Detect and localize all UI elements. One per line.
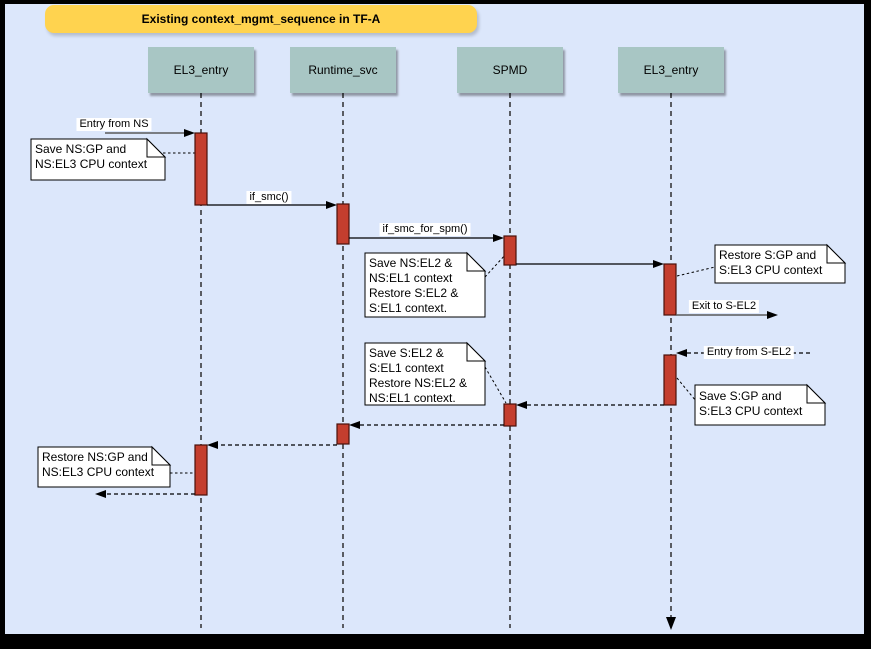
note-text-restore-ns-gp: Restore NS:GP and NS:EL3 CPU context bbox=[42, 450, 155, 479]
note-shape-restore-ns-gp bbox=[37, 446, 171, 488]
note-fold-icon bbox=[466, 341, 487, 362]
message-label-entry-from-ns: Entry from NS bbox=[76, 118, 152, 131]
arrowhead-icon bbox=[676, 349, 687, 357]
note-fold-icon bbox=[806, 383, 827, 404]
message-label-entry-from-s-el2: Entry from S-EL2 bbox=[703, 346, 795, 359]
note-connector bbox=[484, 253, 507, 278]
activation-spmd-1 bbox=[503, 235, 517, 266]
note-fold-icon bbox=[466, 251, 487, 272]
activation-el3-entry-1 bbox=[194, 132, 208, 206]
sequence-diagram-canvas: Existing context_mgmt_sequence in TF-A E… bbox=[5, 4, 864, 634]
lifeline-header-spmd: SPMD bbox=[457, 47, 563, 93]
note-fold-icon bbox=[151, 445, 172, 466]
lifeline-end-arrow-icon bbox=[666, 617, 676, 630]
note-shape-save-ns-gp bbox=[30, 138, 166, 181]
note-fold-icon bbox=[146, 137, 167, 158]
arrowhead-icon bbox=[184, 129, 195, 137]
note-shape-restore-s-gp bbox=[714, 244, 846, 284]
activation-el3-entry-2b bbox=[663, 354, 677, 406]
note-connector bbox=[676, 377, 697, 402]
message-label-if-smc-for-spm: if_smc_for_spm() bbox=[379, 223, 471, 236]
note-text-restore-s-gp: Restore S:GP and S:EL3 CPU context bbox=[719, 248, 823, 277]
note-shape-save-s-el2 bbox=[364, 342, 486, 406]
arrowhead-icon bbox=[326, 201, 337, 209]
lifeline-header-el3-entry-2: EL3_entry bbox=[618, 47, 724, 93]
diagram-title: Existing context_mgmt_sequence in TF-A bbox=[45, 5, 477, 33]
note-connector bbox=[484, 366, 507, 404]
message-label-exit-to-s-el2: Exit to S-EL2 bbox=[688, 300, 760, 313]
arrowhead-icon bbox=[653, 260, 664, 268]
arrowhead-icon bbox=[349, 421, 360, 429]
activation-el3-entry-2a bbox=[663, 263, 677, 316]
note-text-save-s-el2: Save S:EL2 & S:EL1 context Restore NS:EL… bbox=[369, 346, 468, 405]
diagram-graphics bbox=[30, 93, 847, 630]
arrowhead-icon bbox=[95, 490, 106, 498]
message-label-if-smc: if_smc() bbox=[246, 191, 292, 204]
activation-runtime-svc-2 bbox=[336, 423, 350, 445]
note-connector bbox=[676, 266, 716, 277]
arrowhead-icon bbox=[207, 441, 218, 449]
note-text-save-ns-gp: Save NS:GP and NS:EL3 CPU context bbox=[35, 142, 148, 171]
arrowhead-icon bbox=[493, 234, 504, 242]
note-shape-save-ns-el2 bbox=[364, 252, 486, 318]
note-shape-save-s-gp bbox=[694, 384, 826, 426]
lifeline-header-el3-entry-1: EL3_entry bbox=[148, 47, 254, 93]
activation-runtime-svc-1 bbox=[336, 203, 350, 245]
lifeline-header-runtime-svc: Runtime_svc bbox=[290, 47, 396, 93]
activation-el3-entry-1b bbox=[194, 444, 208, 496]
note-fold-icon bbox=[826, 243, 847, 264]
activation-spmd-2 bbox=[503, 403, 517, 427]
note-text-save-ns-el2: Save NS:EL2 & NS:EL1 context Restore S:E… bbox=[369, 256, 459, 315]
note-text-save-s-gp: Save S:GP and S:EL3 CPU context bbox=[699, 389, 803, 418]
arrowhead-icon bbox=[516, 401, 527, 409]
arrowhead-icon bbox=[767, 311, 778, 319]
